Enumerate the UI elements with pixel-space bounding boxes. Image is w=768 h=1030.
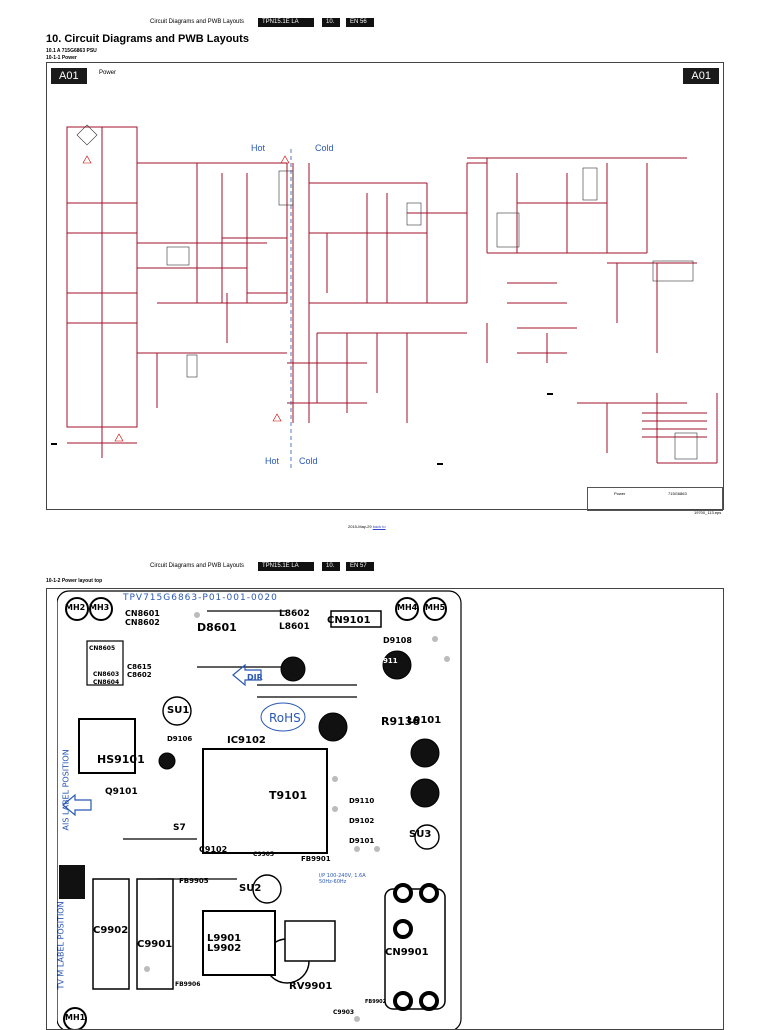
drawing-ref: 19700_113.eps [694, 510, 722, 515]
c8615-label: C8615 [127, 663, 152, 671]
pcb-layout-panel: MH2 MH3 TPV715G6863-P01-001-0020 MH4 MH5… [46, 588, 724, 1030]
footer-date: 2015-May-29 [348, 524, 372, 529]
q9101-label: Q9101 [105, 787, 138, 797]
cold-label-top: Cold [315, 143, 334, 153]
header-page-chip-2: EN 57 [346, 562, 374, 571]
l8601-label: L8601 [279, 622, 310, 632]
back-to-link[interactable]: back to [372, 524, 386, 529]
l9101-label: L9101 [407, 715, 442, 726]
c9903-label: C9903 [333, 1009, 355, 1016]
schematic-panel: A01 Power A01 [46, 62, 724, 511]
fb9902-label: FB9902 [365, 999, 387, 1005]
panel-tag-left: A01 [51, 68, 87, 84]
su2-label: SU2 [239, 883, 262, 894]
mh4-label: MH4 [397, 603, 418, 612]
s7-label: S7 [173, 823, 186, 833]
hot-label-bottom: Hot [265, 456, 280, 466]
mh5-label: MH5 [425, 603, 446, 612]
title-block-left: Power [614, 491, 626, 496]
header-page-chip: EN 56 [346, 18, 374, 27]
section-heading: 10.1 A 715G6863 PSU [46, 48, 97, 54]
c9901-label: C9901 [137, 939, 173, 950]
l9901-label: L9901 [207, 933, 242, 944]
header-section-chip-2: 10. [322, 562, 340, 571]
header-model-chip-2: TPN15.1E LA [258, 562, 314, 571]
subsection-heading-2: 10-1-2 Power layout top [46, 578, 103, 584]
d9108-label: D9108 [383, 636, 412, 645]
c9905-label: C9905 [253, 851, 275, 858]
tvm-label: TV M LABEL POSITION [56, 901, 66, 990]
l8602-label: L8602 [279, 609, 310, 619]
fb9905-label: FB9905 [179, 877, 209, 885]
hot-label-top: Hot [251, 143, 266, 153]
cold-label-bottom: Cold [299, 456, 318, 466]
cn9101-label: CN9101 [327, 615, 371, 626]
hs9101-label: HS9101 [97, 753, 145, 766]
board-id-text: TPV715G6863-P01-001-0020 [123, 593, 278, 603]
mh1-label: MH1 [65, 1013, 86, 1022]
ais-label: AIS LABEL POSITION [61, 749, 71, 831]
title-block: Power 715G6863 [587, 487, 723, 511]
panel-label: Power [99, 70, 117, 76]
footer: 2015-May-29 back to [348, 524, 386, 529]
cn9901-label: CN9901 [385, 947, 429, 958]
d9110-label: D9110 [349, 797, 375, 805]
page-header-2: Circuit Diagrams and PWB Layouts TPN15.1… [0, 561, 768, 573]
c9902-label: C9902 [93, 925, 129, 936]
su1-label: SU1 [167, 705, 190, 716]
rv9901-label: RV9901 [289, 981, 333, 992]
subsection-heading: 10-1-1 Power [46, 55, 77, 61]
d9101-label: D9101 [349, 837, 375, 845]
board-id: MH2 [65, 603, 86, 612]
c9102-label: C9102 [199, 845, 228, 854]
header-title: Circuit Diagrams and PWB Layouts [150, 19, 245, 25]
r9136-label: R9136 [381, 715, 421, 728]
header-title-2: Circuit Diagrams and PWB Layouts [150, 563, 245, 569]
t9101-label: T9101 [269, 789, 308, 802]
rating-label: I/P 100-240V, 1.6A 50Hz-60Hz [319, 873, 366, 885]
d8601-label: D8601 [197, 621, 237, 634]
schematic-drawing [51, 124, 718, 471]
fb9906-label: FB9906 [175, 981, 201, 988]
l9902-label: L9902 [207, 943, 242, 954]
c9911-label: C9911 [373, 657, 398, 665]
header-model-chip: TPN15.1E LA [258, 18, 314, 27]
pcb-board [57, 590, 462, 1029]
header-section-chip: 10. [322, 18, 340, 27]
su3-label: SU3 [409, 829, 432, 840]
c8602-label: C8602 [127, 671, 152, 679]
title-block-right: 715G6863 [668, 491, 687, 496]
ic9102-label: IC9102 [227, 735, 266, 746]
dir-label: DIR [247, 673, 263, 682]
chapter-title: 10. Circuit Diagrams and PWB Layouts [46, 33, 249, 45]
d9106-label: D9106 [167, 735, 193, 743]
cn8601-label: CN8601 [125, 609, 160, 618]
fb9901-label: FB9901 [301, 855, 331, 863]
cn8602-label: CN8602 [125, 618, 160, 627]
cn8603-label: CN8603 [93, 671, 120, 678]
rohs-label: RoHS [269, 711, 301, 725]
panel-tag-right: A01 [683, 68, 719, 84]
mh3-label: MH3 [89, 603, 110, 612]
d9102-label: D9102 [349, 817, 375, 825]
cn8604-label: CN8604 [93, 679, 120, 686]
page-header: Circuit Diagrams and PWB Layouts TPN15.1… [0, 17, 768, 29]
cn8605-label: CN8605 [89, 645, 116, 652]
